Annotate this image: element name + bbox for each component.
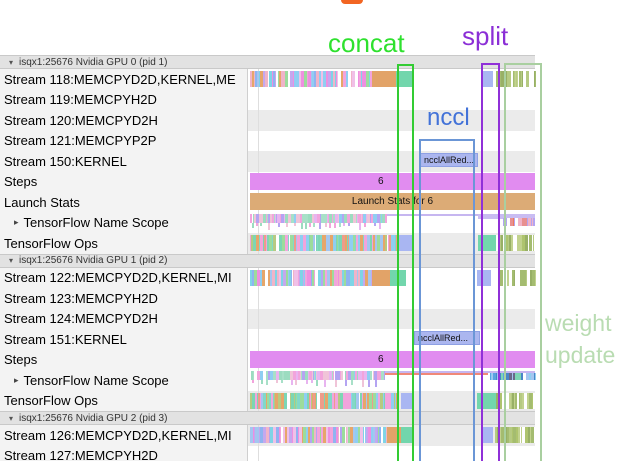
- timeline-rows: ▾isqx1:25676 Nvidia GPU 0 (pid 1)Stream …: [0, 55, 622, 461]
- trace-bar[interactable]: [481, 427, 493, 443]
- trace-bar[interactable]: [372, 269, 390, 286]
- trace-row: ncclAllRed... Stream 151:KERNEL: [0, 329, 622, 350]
- trace-bar[interactable]: [372, 71, 396, 87]
- expand-arrow-icon[interactable]: ▸: [14, 217, 19, 228]
- row-label[interactable]: Steps: [0, 349, 248, 370]
- trace-bar[interactable]: [401, 392, 414, 409]
- row-label[interactable]: Stream 127:MEMCPYH2D: [0, 445, 248, 461]
- row-shade: [248, 89, 535, 110]
- row-label[interactable]: Stream 119:MEMCPYH2D: [0, 89, 248, 110]
- annotation-label-nccl: nccl: [427, 104, 470, 131]
- concat-box: [397, 64, 414, 461]
- name-scope-activity[interactable]: [250, 213, 387, 231]
- row-label[interactable]: TensorFlow Ops: [0, 390, 248, 411]
- trace-row: Launch Stats for 6 Launch Stats: [0, 192, 622, 213]
- name-scope-strip[interactable]: [250, 371, 385, 380]
- row-label[interactable]: Stream 123:MEMCPYH2D: [0, 288, 248, 309]
- trace-row: Stream 123:MEMCPYH2D: [0, 288, 622, 309]
- trace-row: Stream 121:MEMCPYP2P: [0, 130, 622, 151]
- trace-row: Stream 127:MEMCPYH2D: [0, 445, 622, 461]
- trace-row: ▸TensorFlow Name Scope: [0, 212, 622, 233]
- row-shade: [248, 130, 535, 151]
- name-scope-line: [250, 371, 535, 373]
- bar-label: ncclAllRed...: [424, 155, 475, 165]
- trace-bar[interactable]: [396, 71, 413, 87]
- trace-row: Stream 126:MEMCPYD2D,KERNEL,MI: [0, 425, 622, 446]
- weight-update-box: [504, 63, 542, 461]
- trace-bar[interactable]: [398, 235, 413, 251]
- op-activity-strip[interactable]: [250, 235, 397, 251]
- op-activity-strip[interactable]: [250, 392, 397, 409]
- split-box: [481, 63, 500, 461]
- row-label[interactable]: Launch Stats: [0, 192, 248, 213]
- op-activity-strip[interactable]: [250, 269, 372, 286]
- trace-row: Stream 122:MEMCPYD2D,KERNEL,MI: [0, 267, 622, 288]
- row-label[interactable]: TensorFlow Ops: [0, 233, 248, 254]
- row-label[interactable]: Stream 151:KERNEL: [0, 329, 248, 350]
- annotation-label-concat: concat: [328, 28, 405, 58]
- op-activity-strip[interactable]: [250, 71, 372, 87]
- collapse-triangle-icon[interactable]: ▾: [9, 256, 14, 265]
- row-label[interactable]: Stream 126:MEMCPYD2D,KERNEL,MI: [0, 425, 248, 446]
- gpu-section-title: isqx1:25676 Nvidia GPU 2 (pid 3): [19, 412, 168, 424]
- gpu-section-header[interactable]: ▾ isqx1:25676 Nvidia GPU 2 (pid 3): [0, 411, 622, 425]
- row-label[interactable]: Stream 150:KERNEL: [0, 151, 248, 172]
- row-label[interactable]: Stream 122:MEMCPYD2D,KERNEL,MI: [0, 267, 248, 288]
- trace-row: Stream 118:MEMCPYD2D,KERNEL,ME: [0, 69, 622, 90]
- trace-row: Stream 120:MEMCPYD2H: [0, 110, 622, 131]
- trace-row: ▸TensorFlow Name Scope: [0, 370, 622, 391]
- row-shade: [248, 308, 535, 329]
- trace-row: Stream 124:MEMCPYD2H: [0, 308, 622, 329]
- gpu-section-header-bg[interactable]: ▾ isqx1:25676 Nvidia GPU 2 (pid 3): [0, 411, 535, 425]
- row-label[interactable]: Steps: [0, 171, 248, 192]
- trace-bar[interactable]: 6: [250, 172, 535, 190]
- op-activity-strip[interactable]: [503, 217, 535, 226]
- collapse-triangle-icon[interactable]: ▾: [9, 57, 14, 67]
- name-scope-strip[interactable]: [250, 213, 387, 223]
- trace-row: ncclAllRed... Stream 150:KERNEL: [0, 151, 622, 172]
- gpu-section-title: isqx1:25676 Nvidia GPU 0 (pid 1): [19, 56, 168, 68]
- row-label[interactable]: ▸TensorFlow Name Scope: [0, 370, 248, 391]
- gpu-section-header-bg[interactable]: ▾ isqx1:25676 Nvidia GPU 1 (pid 2): [0, 253, 535, 268]
- row-label[interactable]: Stream 118:MEMCPYD2D,KERNEL,ME: [0, 69, 248, 90]
- name-scope-line: [250, 213, 535, 216]
- bar-label: ncclAllRed...: [418, 333, 469, 343]
- trace-row: TensorFlow Ops: [0, 233, 622, 254]
- trace-bar[interactable]: [477, 269, 491, 286]
- trace-row: 6 Steps: [0, 349, 622, 370]
- op-activity-strip[interactable]: [250, 427, 387, 443]
- expand-arrow-icon[interactable]: ▸: [14, 374, 19, 385]
- trace-bar[interactable]: [481, 71, 493, 87]
- trace-bar[interactable]: Launch Stats for 6: [250, 193, 535, 210]
- annotation-label-weight-update: weight update: [545, 310, 616, 368]
- gpu-section-header[interactable]: ▾ isqx1:25676 Nvidia GPU 1 (pid 2): [0, 253, 622, 268]
- gpu-section-header-bg[interactable]: ▾ isqx1:25676 Nvidia GPU 0 (pid 1): [0, 55, 535, 69]
- trace-row: TensorFlow Ops: [0, 390, 622, 411]
- nccl-allreduce-event[interactable]: ncclAllRed...: [414, 331, 480, 345]
- trace-bar[interactable]: 6: [250, 350, 535, 368]
- bar-label: 6: [378, 353, 384, 365]
- row-label[interactable]: Stream 120:MEMCPYD2H: [0, 110, 248, 131]
- annotation-label-split: split: [462, 21, 509, 51]
- row-label[interactable]: Stream 124:MEMCPYD2H: [0, 308, 248, 329]
- bar-label: Launch Stats for 6: [351, 196, 434, 207]
- cropped-title-fragment: [341, 0, 363, 4]
- row-shade: [248, 110, 535, 131]
- gpu-section-title: isqx1:25676 Nvidia GPU 1 (pid 2): [19, 255, 168, 266]
- collapse-triangle-icon[interactable]: ▾: [9, 413, 14, 423]
- trace-bar[interactable]: [401, 427, 414, 443]
- row-shade: [248, 288, 535, 309]
- trace-row: Stream 119:MEMCPYH2D: [0, 89, 622, 110]
- nccl-allreduce-event[interactable]: ncclAllRed...: [420, 153, 478, 167]
- nccl-box: [419, 139, 475, 461]
- op-activity-strip[interactable]: [495, 427, 536, 443]
- row-shade: [248, 445, 535, 461]
- trace-bar[interactable]: [478, 213, 535, 219]
- name-scope-activity[interactable]: [250, 371, 385, 388]
- row-label[interactable]: ▸TensorFlow Name Scope: [0, 212, 248, 233]
- row-label[interactable]: Stream 121:MEMCPYP2P: [0, 130, 248, 151]
- trace-row: 6 Steps: [0, 171, 622, 192]
- op-activity-strip[interactable]: [490, 373, 536, 380]
- bar-label: 6: [378, 175, 384, 187]
